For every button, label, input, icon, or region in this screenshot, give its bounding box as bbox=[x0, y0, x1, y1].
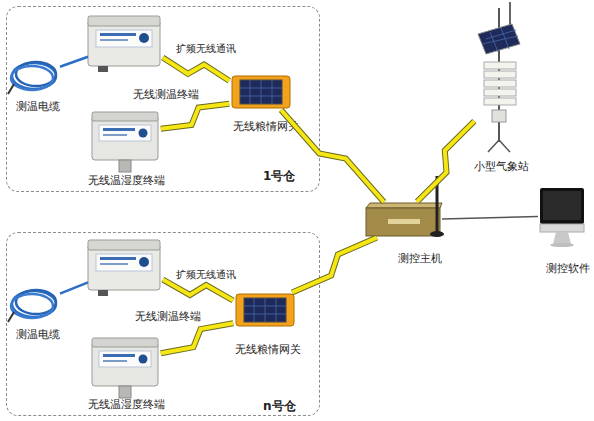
node-label: 测控软件 bbox=[546, 262, 590, 276]
group-label: 1号仓 bbox=[263, 169, 295, 183]
shield-plate bbox=[484, 80, 516, 87]
wireless-bolt bbox=[161, 323, 233, 353]
node-label: 无线粮情网关 bbox=[233, 120, 299, 134]
stand-base bbox=[550, 243, 574, 247]
host-body bbox=[366, 208, 440, 236]
node-label: 无线温湿度终端 bbox=[88, 398, 165, 412]
gateway bbox=[232, 76, 290, 108]
device-node: 无线粮情网关 bbox=[232, 76, 290, 108]
cable-line bbox=[442, 217, 538, 219]
wireless-bolt bbox=[292, 238, 377, 293]
device-node: 无线测温终端 bbox=[88, 240, 160, 296]
node-label: 测控主机 bbox=[398, 252, 442, 266]
shield-plate bbox=[484, 62, 516, 69]
wireless-bolt bbox=[163, 58, 229, 81]
device-node: 测控软件 bbox=[538, 186, 586, 246]
wireless-bolt bbox=[417, 121, 474, 201]
bolt-fill bbox=[161, 323, 233, 353]
cable-coil bbox=[8, 62, 56, 94]
weather-station bbox=[478, 2, 520, 152]
host-plate bbox=[388, 219, 420, 224]
shield-plate bbox=[484, 71, 516, 78]
device-node: 测温电缆 bbox=[8, 56, 60, 96]
node-label: 测温电缆 bbox=[16, 328, 60, 342]
node-label: 无线测温终端 bbox=[135, 310, 201, 324]
sensor-cable bbox=[60, 57, 88, 67]
device-node: 无线测温终端 bbox=[88, 16, 160, 72]
bolt-fill bbox=[417, 121, 474, 201]
humidity-terminal bbox=[92, 338, 158, 398]
bolt-outline bbox=[292, 238, 377, 293]
shield-plate bbox=[484, 89, 516, 96]
edge-label: 扩频无线通讯 bbox=[176, 42, 236, 55]
wireless-bolt bbox=[161, 104, 229, 129]
group-box: 1号仓测温电缆无线测温终端无线温湿度终端无线粮情网关 bbox=[6, 6, 320, 192]
node-label: 测温电缆 bbox=[16, 100, 60, 114]
sensor-cable bbox=[60, 57, 88, 67]
temp-terminal bbox=[88, 16, 160, 72]
solar-panel bbox=[478, 24, 520, 54]
monitor-stand bbox=[553, 232, 571, 244]
node-label: 无线温湿度终端 bbox=[88, 174, 165, 188]
temp-terminal bbox=[88, 240, 160, 296]
device-node: 无线温湿度终端 bbox=[92, 338, 158, 398]
bolt-outline bbox=[161, 323, 233, 353]
bolt-outline bbox=[161, 104, 229, 129]
sensor-cable bbox=[60, 282, 88, 293]
logger-box bbox=[492, 110, 506, 122]
bolt-fill bbox=[292, 238, 377, 293]
bolt-outline bbox=[163, 280, 233, 301]
monitor-chin bbox=[540, 224, 584, 232]
bolt-outline bbox=[417, 121, 474, 201]
monitor-frame bbox=[540, 188, 584, 224]
legs bbox=[488, 140, 510, 152]
antenna-base bbox=[430, 231, 444, 237]
cable-line bbox=[442, 217, 538, 219]
host-device bbox=[366, 176, 444, 237]
panel-grid bbox=[482, 28, 518, 52]
node-label: 小型气象站 bbox=[474, 160, 529, 174]
device-node: 小型气象站 bbox=[476, 20, 524, 150]
monitor-screen bbox=[543, 191, 581, 220]
bolt-outline bbox=[163, 58, 229, 81]
group-box: n号仓测温电缆无线测温终端无线温湿度终端无线粮情网关 bbox=[6, 232, 320, 416]
device-node: 测控主机 bbox=[366, 204, 442, 236]
shield-plate bbox=[484, 98, 516, 105]
bolt-fill bbox=[163, 58, 229, 81]
cable-coil bbox=[8, 290, 56, 322]
node-label: 无线粮情网关 bbox=[235, 343, 301, 357]
device-node: 无线温湿度终端 bbox=[92, 112, 158, 172]
edge-label: 扩频无线通讯 bbox=[176, 268, 236, 281]
device-node: 无线粮情网关 bbox=[236, 294, 294, 326]
antenna bbox=[436, 176, 439, 232]
device-node: 测温电缆 bbox=[8, 284, 60, 324]
computer bbox=[540, 188, 584, 247]
wireless-bolt bbox=[163, 280, 233, 301]
node-label: 无线测温终端 bbox=[133, 88, 199, 102]
host-top bbox=[366, 203, 442, 208]
bolt-fill bbox=[163, 280, 233, 301]
gateway bbox=[236, 294, 294, 326]
group-label: n号仓 bbox=[263, 399, 296, 413]
bolt-fill bbox=[161, 104, 229, 129]
humidity-terminal bbox=[92, 112, 158, 172]
sensor-cable bbox=[60, 282, 88, 293]
